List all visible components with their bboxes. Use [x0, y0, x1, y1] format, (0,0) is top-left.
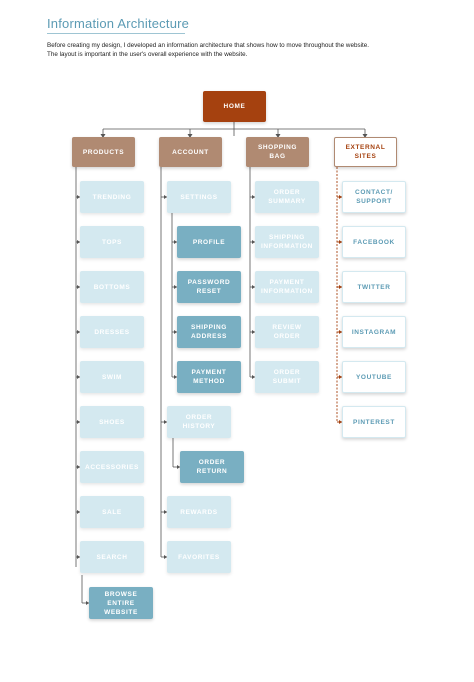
node-swim: SWIM: [80, 361, 144, 393]
node-order-history: ORDER HISTORY: [167, 406, 231, 438]
intro-text: Before creating my design, I developed a…: [47, 41, 447, 59]
home-node: HOME: [203, 91, 266, 122]
node-instagram: INSTAGRAM: [342, 316, 406, 348]
category-products: PRODUCTS: [72, 137, 135, 167]
node-order-return: ORDER RETURN: [180, 451, 244, 483]
node-sale: SALE: [80, 496, 144, 528]
node-shoes: SHOES: [80, 406, 144, 438]
node-review-order: REVIEW ORDER: [255, 316, 319, 348]
node-payment-information: PAYMENT INFORMATION: [255, 271, 319, 303]
node-bottoms: BOTTOMS: [80, 271, 144, 303]
node-browse-entire-website: BROWSE ENTIRE WEBSITE: [89, 587, 153, 619]
node-payment-method: PAYMENT METHOD: [177, 361, 241, 393]
category-external-sites: EXTERNAL SITES: [334, 137, 397, 167]
category-account: ACCOUNT: [159, 137, 222, 167]
node-accessories: ACCESSORIES: [80, 451, 144, 483]
node-facebook: FACEBOOK: [342, 226, 406, 258]
node-shipping-address: SHIPPING ADDRESS: [177, 316, 241, 348]
title-underline: [47, 33, 185, 34]
intro-line-2: The layout is important in the user's ov…: [47, 51, 248, 58]
node-youtube: YOUTUBE: [342, 361, 406, 393]
node-profile: PROFILE: [177, 226, 241, 258]
node-search: SEARCH: [80, 541, 144, 573]
node-pinterest: PINTEREST: [342, 406, 406, 438]
intro-line-1: Before creating my design, I developed a…: [47, 42, 370, 49]
node-tops: TOPS: [80, 226, 144, 258]
node-contact-support: CONTACT/ SUPPORT: [342, 181, 406, 213]
node-order-submit: ORDER SUBMIT: [255, 361, 319, 393]
node-dresses: DRESSES: [80, 316, 144, 348]
node-order-summary: ORDER SUMMARY: [255, 181, 319, 213]
node-trending: TRENDING: [80, 181, 144, 213]
category-shopping-bag: SHOPPING BAG: [246, 137, 309, 167]
node-settings: SETTINGS: [167, 181, 231, 213]
node-twitter: TWITTER: [342, 271, 406, 303]
node-rewards: REWARDS: [167, 496, 231, 528]
node-password-reset: PASSWORD RESET: [177, 271, 241, 303]
node-favorites: FAVORITES: [167, 541, 231, 573]
page-title: Information Architecture: [47, 16, 190, 31]
node-shipping-information: SHIPPING INFORMATION: [255, 226, 319, 258]
